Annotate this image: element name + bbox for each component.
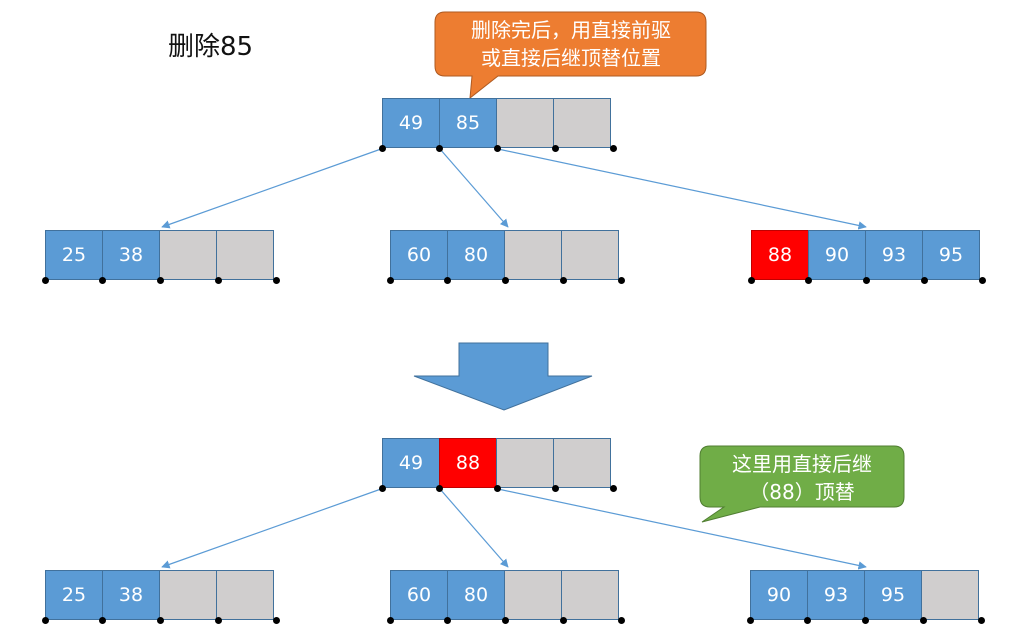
key-cell: 80: [447, 230, 505, 280]
edge-before-left: [161, 148, 382, 229]
pointer-dot: [559, 616, 567, 624]
callout-after-shape: [699, 445, 905, 523]
pointer-dot: [551, 484, 559, 492]
pointer-dot: [444, 616, 452, 624]
key-cell: 60: [390, 570, 448, 620]
key-cell: 38: [102, 230, 160, 280]
key-cell: [553, 438, 611, 488]
pointer-dot: [436, 484, 444, 492]
key-cell: [561, 230, 619, 280]
callout-after-line1: 这里用直接后继: [732, 452, 872, 476]
pointer-dot: [978, 276, 986, 284]
key-cell: [216, 230, 274, 280]
pointer-dot: [214, 276, 222, 284]
edge-after-left: [161, 488, 382, 569]
key-cell: 25: [45, 230, 103, 280]
callout-after-line2: （88）顶替: [749, 480, 855, 504]
btree-node-before-child-3: 88 90 93 95: [751, 230, 980, 280]
callout-before-line1: 删除完后，用直接前驱: [471, 18, 671, 42]
pointer-dot: [436, 144, 444, 152]
btree-node-before-root: 49 85: [382, 98, 611, 148]
key-cell: 90: [808, 230, 866, 280]
key-cell: [553, 98, 611, 148]
pointer-dot: [214, 616, 222, 624]
pointer-dot: [502, 276, 510, 284]
edge-after-middle: [439, 488, 509, 568]
callout-before-shape: [434, 11, 707, 100]
key-cell: 90: [750, 570, 808, 620]
pointer-dot: [863, 276, 871, 284]
pointer-dot: [919, 616, 927, 624]
key-cell: 85: [439, 98, 497, 148]
key-cell: [561, 570, 619, 620]
pointer-dot: [920, 276, 928, 284]
pointer-dot: [617, 616, 625, 624]
pointer-dot: [609, 144, 617, 152]
pointer-dot: [609, 484, 617, 492]
callout-before: 删除完后，用直接前驱 或直接后继顶替位置: [436, 16, 706, 72]
pointer-dot: [378, 484, 386, 492]
btree-node-before-child-2: 60 80: [390, 230, 619, 280]
key-cell: 95: [864, 570, 922, 620]
key-cell: [921, 570, 979, 620]
pointer-dot: [157, 616, 165, 624]
btree-node-after-child-1: 25 38: [45, 570, 274, 620]
key-cell: [504, 570, 562, 620]
pointer-dot: [551, 144, 559, 152]
pointer-dot: [502, 616, 510, 624]
key-cell: 80: [447, 570, 505, 620]
key-cell: [216, 570, 274, 620]
pointer-dot: [559, 276, 567, 284]
key-cell: 49: [382, 438, 440, 488]
pointer-dot: [617, 276, 625, 284]
pointer-dot: [977, 616, 985, 624]
key-cell: 25: [45, 570, 103, 620]
key-cell: 38: [102, 570, 160, 620]
pointer-dot: [99, 276, 107, 284]
pointer-dot: [494, 144, 502, 152]
pointer-dot: [386, 616, 394, 624]
callout-before-line2: 或直接后继顶替位置: [481, 46, 661, 70]
pointer-dot: [41, 616, 49, 624]
pointer-dot: [746, 616, 754, 624]
key-cell: 88: [439, 438, 497, 488]
pointer-dot: [862, 616, 870, 624]
pointer-dot: [157, 276, 165, 284]
page-title: 删除85: [168, 32, 254, 62]
edge-after-right: [497, 488, 867, 570]
btree-node-after-child-3: 90 93 95: [750, 570, 979, 620]
pointer-dot: [272, 276, 280, 284]
key-cell: [504, 230, 562, 280]
edge-before-right: [497, 148, 867, 230]
transition-arrow: [413, 342, 593, 411]
btree-node-before-child-1: 25 38: [45, 230, 274, 280]
pointer-dot: [272, 616, 280, 624]
pointer-dot: [494, 484, 502, 492]
key-cell: 93: [807, 570, 865, 620]
btree-node-after-root: 49 88: [382, 438, 611, 488]
pointer-dot: [804, 616, 812, 624]
key-cell: 88: [751, 230, 809, 280]
pointer-dot: [747, 276, 755, 284]
pointer-dot: [386, 276, 394, 284]
callout-after: 这里用直接后继 （88）顶替: [700, 450, 904, 506]
key-cell: [159, 230, 217, 280]
key-cell: 60: [390, 230, 448, 280]
key-cell: 93: [865, 230, 923, 280]
edge-before-middle: [439, 148, 509, 228]
key-cell: 95: [922, 230, 980, 280]
pointer-dot: [378, 144, 386, 152]
pointer-dot: [41, 276, 49, 284]
pointer-dot: [805, 276, 813, 284]
btree-node-after-child-2: 60 80: [390, 570, 619, 620]
key-cell: [496, 98, 554, 148]
key-cell: 49: [382, 98, 440, 148]
key-cell: [159, 570, 217, 620]
pointer-dot: [444, 276, 452, 284]
key-cell: [496, 438, 554, 488]
pointer-dot: [99, 616, 107, 624]
